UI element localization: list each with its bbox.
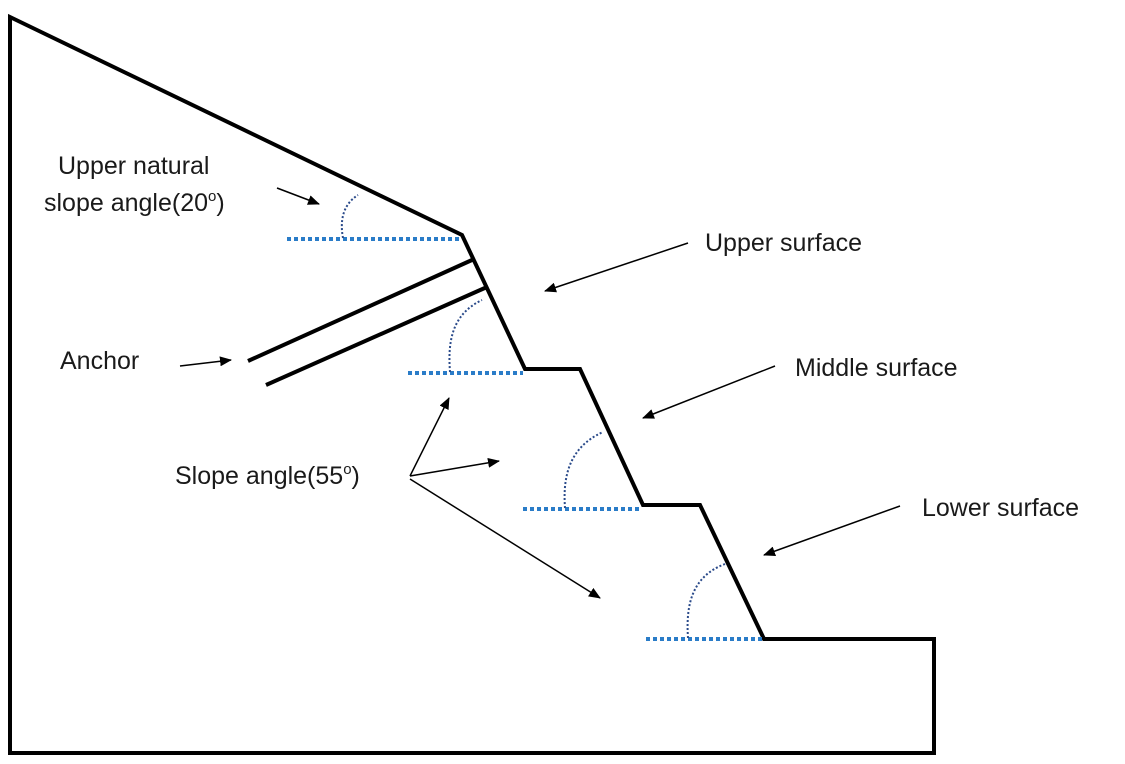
arrow-upper-surface [544,242,689,293]
arrow-slope-angle-1 [409,397,450,477]
label-upper-natural-line1: Upper natural [58,152,209,180]
angle-arc-lower [686,563,726,639]
label-slope-angle: Slope angle(55o) [175,461,360,490]
label-upper-natural-line2: slope angle(20o) [44,188,225,217]
slope-outline [8,13,936,755]
anchor-lower [265,285,488,387]
arrow-slope-angle-3 [409,478,601,599]
label-anchor: Anchor [60,347,139,375]
arrow-anchor [179,356,232,367]
arrow-middle-surface [642,365,776,419]
label-middle-surface: Middle surface [795,354,958,382]
angle-arc-middle [563,431,604,509]
anchor-upper [247,258,473,363]
label-upper-surface: Upper surface [705,229,862,257]
arrow-upper-natural [276,187,320,205]
label-lower-surface: Lower surface [922,494,1079,522]
arrow-slope-angle-2 [409,457,500,477]
arrow-lower-surface [763,505,901,556]
angle-arc-upper [448,299,483,373]
angle-arc-natural [340,194,359,239]
